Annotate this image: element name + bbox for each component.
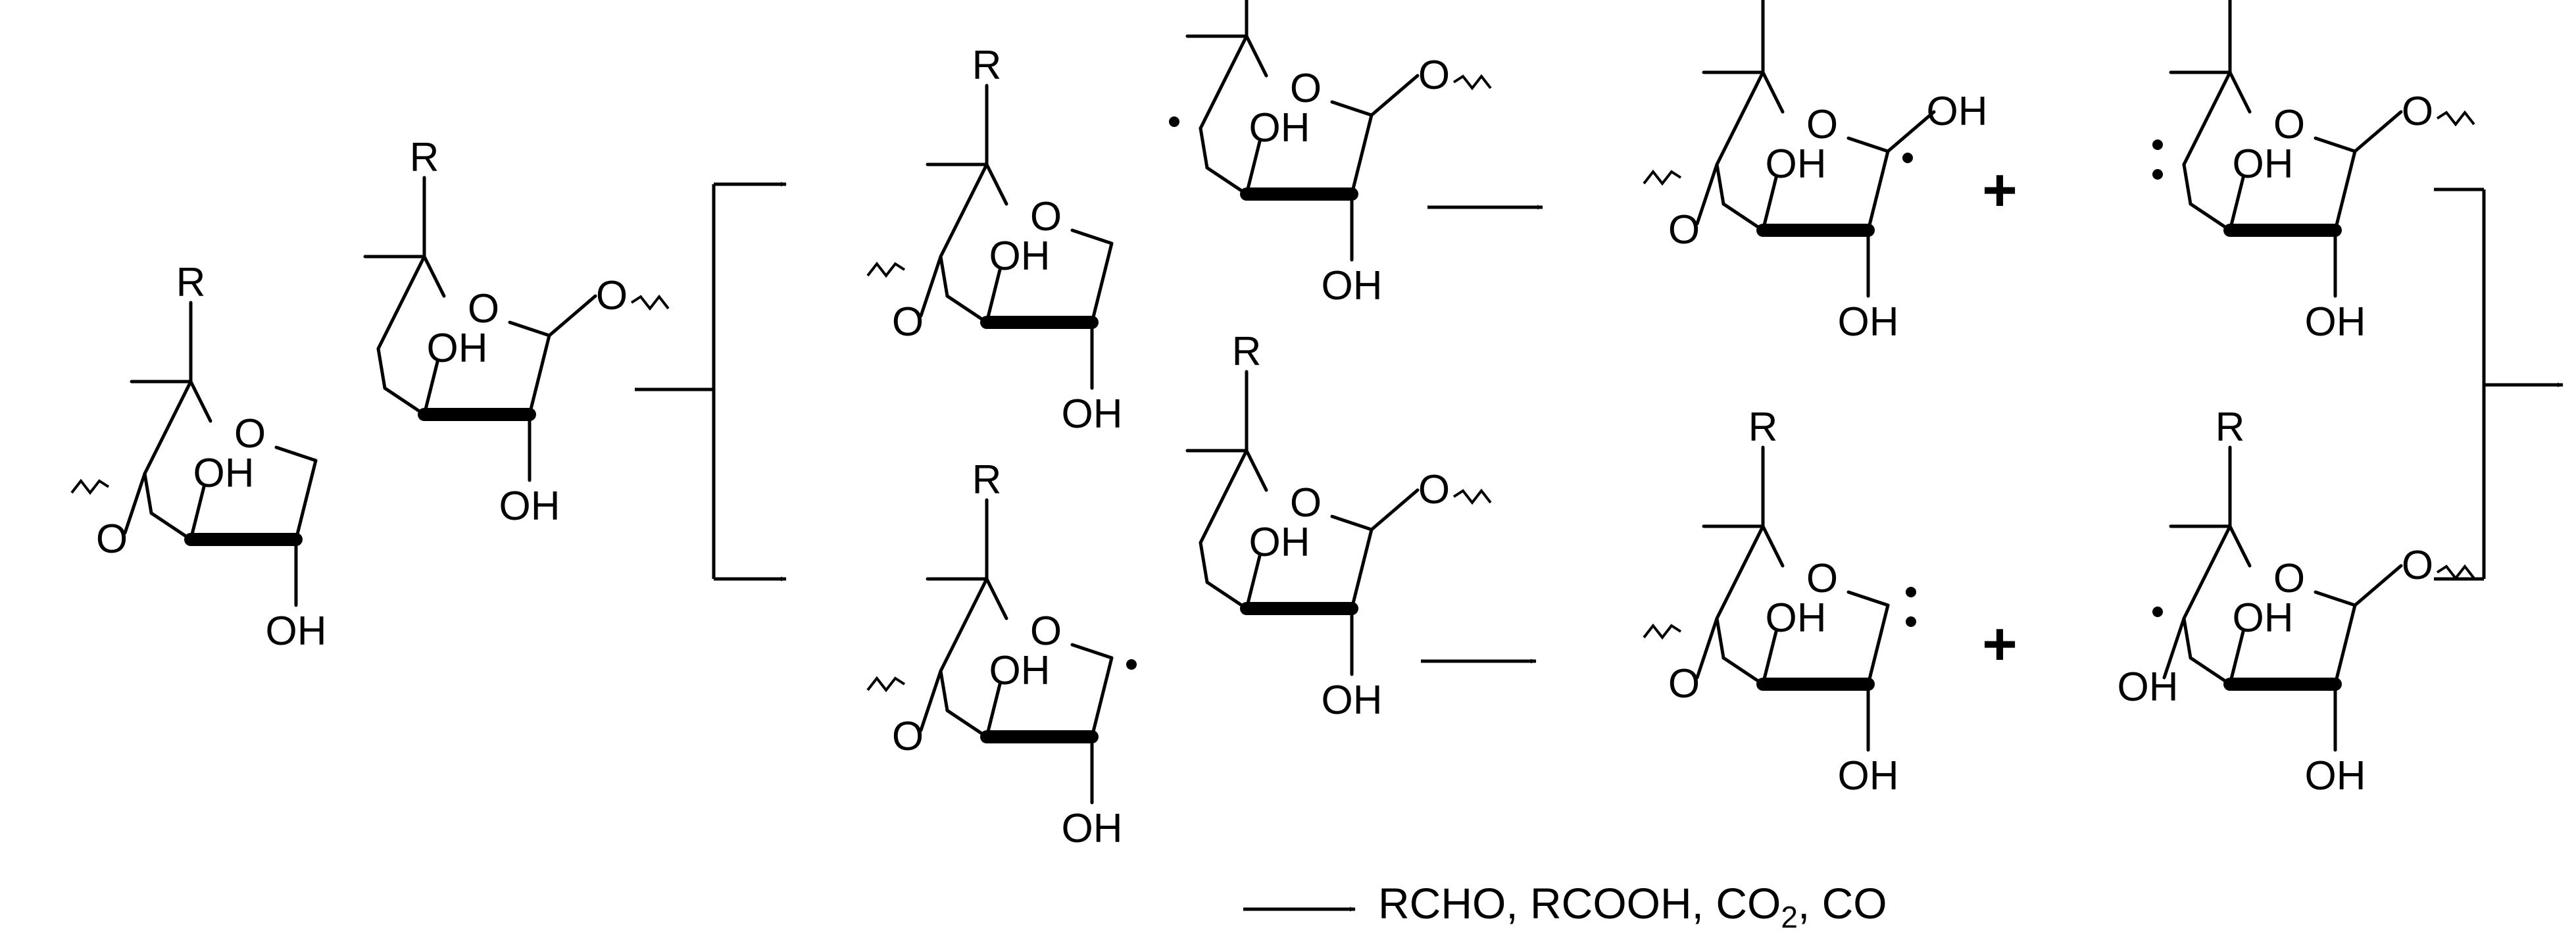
upper-product-a-wavy-left	[1643, 169, 1682, 186]
upper-plus-sign: +	[1982, 157, 2018, 224]
upper-product-b-c4-carbene-dot-top	[2152, 139, 2163, 150]
lower-ring-right-c3-oh-label: OH	[1249, 520, 1310, 565]
lower-ring-left-c3-oh-label: OH	[989, 648, 1051, 693]
upper-ring-left-c3-oh-label: OH	[989, 234, 1051, 279]
lower-product-a-c1-carbene-dot-top	[1906, 587, 1916, 597]
upper-product-a-c1-oh-label: OH	[1927, 89, 1988, 134]
start-ring-right-r-label: R	[410, 135, 439, 180]
upper-product-b-c2-oh-label: OH	[2305, 299, 2366, 345]
upper-product-b-glycosidic-o-label: O	[2402, 89, 2433, 134]
upper-ring-left-c2-oh-label: OH	[1062, 391, 1123, 437]
lower-ring-left-ring-o-label: O	[1030, 609, 1062, 654]
byproducts-prefix: RCHO, RCOOH, CO	[1378, 879, 1781, 928]
upper-ring-right-c2-oh-label: OH	[1322, 263, 1383, 309]
upper-product-a: ROOHOHOHO	[1643, 0, 1988, 345]
lower-product-a-c1-carbene-dot-bottom	[1906, 616, 1916, 627]
start-ring-left-r-label: R	[176, 260, 206, 305]
lower-plus-sign: +	[1982, 611, 2018, 678]
upper-product-b-ring-o-label: O	[2273, 102, 2305, 147]
upper-product-b-c4-carbene-dot-bottom	[2152, 169, 2163, 180]
lower-product-b-r-label: R	[2216, 405, 2245, 450]
lower-product-a-c4-o-label: O	[1668, 661, 1700, 707]
lower-ring-left-c2-oh-label: OH	[1062, 806, 1123, 851]
lower-product-b-ring-o-label: O	[2273, 556, 2305, 601]
lower-product-a-c2-oh-label: OH	[1838, 753, 1899, 799]
lower-ring-left-c4-o-label: O	[892, 714, 924, 759]
lower-ring-right-wavy-right	[1452, 488, 1492, 505]
lower-product-b-c3-oh-label: OH	[2233, 595, 2294, 641]
lower-product-a-ring-o-label: O	[1806, 556, 1838, 601]
lower-product-b-glycosidic-o-label: O	[2402, 543, 2433, 588]
start-ring-right-c3-oh-label: OH	[427, 326, 488, 371]
upper-ring-left-r-label: R	[972, 43, 1002, 88]
upper-ring-right-ring-o-label: O	[1290, 66, 1322, 111]
lower-product-b-c4-radical-dot	[2152, 607, 2163, 617]
upper-product-a-c2-oh-label: OH	[1838, 299, 1899, 345]
lower-product-b-wavy-right	[2436, 564, 2475, 581]
upper-product-a-c1-radical-dot	[1902, 153, 1913, 163]
upper-ring-right-c3-oh-label: OH	[1249, 105, 1310, 151]
upper-ring-left-wavy-left	[866, 261, 906, 278]
start-ring-left-c2-oh-label: OH	[266, 609, 327, 654]
lower-product-b-c2-oh-label: OH	[2305, 753, 2366, 799]
start-ring-left-c4-o-label: O	[96, 516, 128, 562]
start-ring-left-c3-oh-label: OH	[193, 451, 255, 496]
upper-ring-right-glycosidic-o-label: O	[1418, 53, 1450, 98]
start-ring-left-wavy-left	[70, 478, 110, 495]
byproducts-label: RCHO, RCOOH, CO2, CO	[1378, 878, 1887, 935]
lower-ring-left-wavy-left	[866, 676, 906, 693]
start-ring-right-ring-o-label: O	[468, 286, 499, 332]
start-ring-right-c2-oh-label: OH	[499, 484, 560, 529]
start-ring-right-wavy-right	[630, 294, 670, 311]
start-ring-left-ring-o-label: O	[234, 411, 266, 457]
upper-ring-left-ring-o-label: O	[1030, 194, 1062, 239]
lower-ring-right-c2-oh-label: OH	[1322, 678, 1383, 723]
reaction-arrows	[635, 182, 2564, 912]
upper-product-a-c4-o-label: O	[1668, 207, 1700, 253]
upper-product-b-wavy-right	[2436, 110, 2475, 127]
lower-ring-right-r-label: R	[1232, 329, 1262, 374]
lower-product-a-c3-oh-label: OH	[1766, 595, 1827, 641]
byproducts-subscript: 2	[1781, 900, 1798, 935]
lower-product-b-c4-oh-label: OH	[2118, 664, 2179, 710]
upper-ring-left-c4-o-label: O	[892, 299, 924, 345]
lower-ring-left-c1-radical-dot	[1126, 659, 1137, 670]
upper-product-a-ring-o-label: O	[1806, 102, 1838, 147]
upper-ring-right-wavy-right	[1452, 74, 1492, 91]
lower-product-a-r-label: R	[1748, 405, 1778, 450]
upper-product-b-c3-oh-label: OH	[2233, 141, 2294, 187]
lower-ring-left-r-label: R	[972, 457, 1002, 503]
start-ring-right-glycosidic-o-label: O	[596, 273, 628, 318]
byproducts-suffix: , CO	[1797, 879, 1887, 928]
lower-ring-right-ring-o-label: O	[1290, 480, 1322, 526]
upper-product-a-c3-oh-label: OH	[1766, 141, 1827, 187]
lower-ring-right-glycosidic-o-label: O	[1418, 467, 1450, 512]
lower-product-a-wavy-left	[1643, 623, 1682, 640]
upper-ring-right-c4-radical-dot	[1169, 116, 1179, 127]
